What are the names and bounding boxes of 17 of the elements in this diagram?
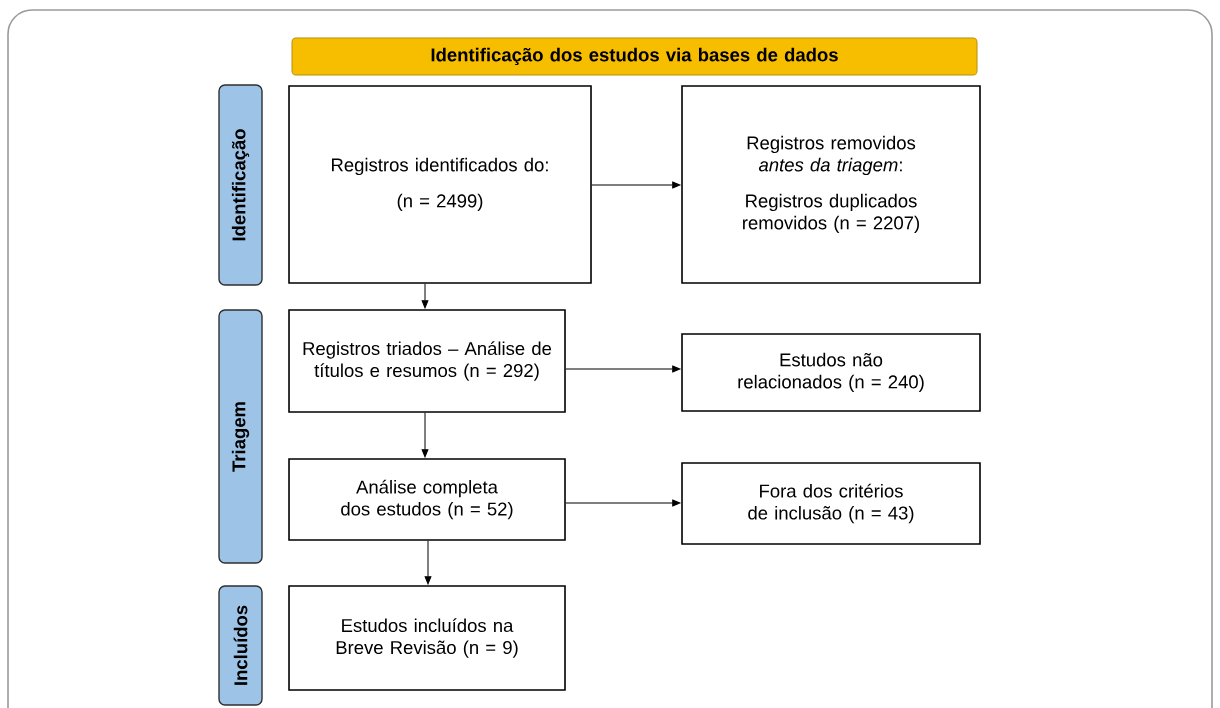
process-box: Registros triados – Análise de títulos e resumos (n = 292) (288, 309, 566, 413)
process-box: Estudos incluídos na Breve Revisão (n = 9) (288, 585, 566, 691)
arrow (591, 181, 681, 189)
arrow (421, 412, 429, 458)
arrow (424, 540, 432, 585)
process-box: Registros identificados do: (n = 2499) (288, 85, 592, 284)
arrow (421, 283, 429, 309)
process-box: Estudos não relacionados (n = 240) (681, 333, 981, 412)
arrow (565, 365, 681, 373)
header-banner: Identificação dos estudos via bases de dados (291, 37, 978, 76)
process-box: Fora dos critérios de inclusão (n = 43) (681, 462, 981, 545)
process-box: Análise completa dos estudos (n = 52) (288, 458, 566, 541)
arrow (565, 499, 681, 507)
phase-label: Triagem (218, 309, 263, 564)
process-box: Registros removidos antes da triagem: Registros duplicados removidos (n = 2207) (681, 85, 981, 284)
phase-label: Identificação (218, 84, 263, 286)
phase-label: Incluídos (218, 585, 263, 706)
